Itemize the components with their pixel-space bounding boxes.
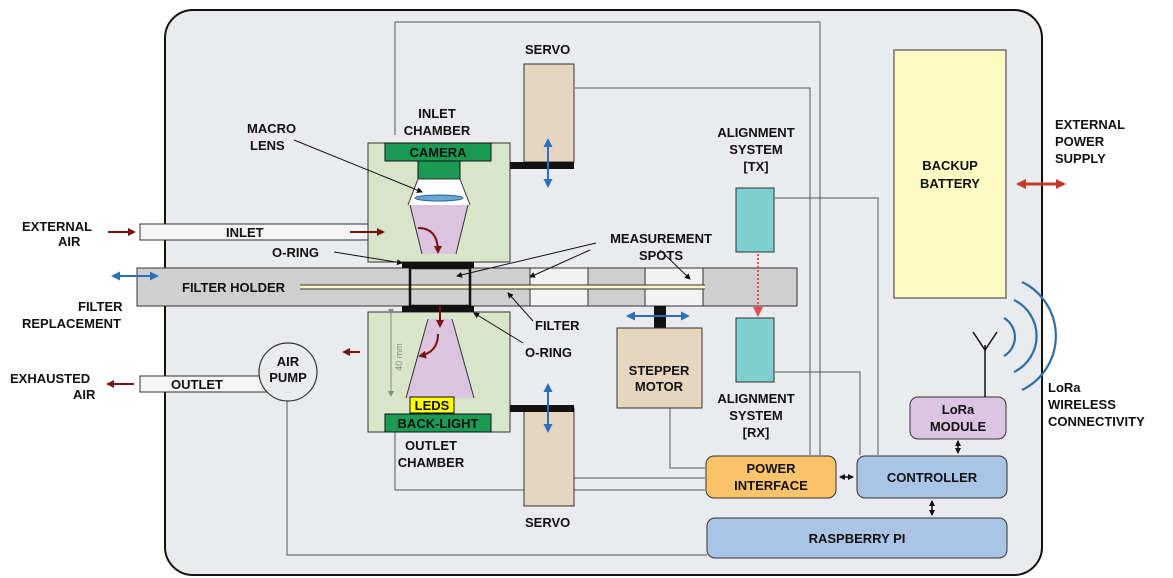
backup-battery: BACKUP BATTERY (893, 49, 1007, 299)
air-pump-label-1: AIR (277, 354, 300, 369)
inlet-label: INLET (226, 225, 264, 240)
alignment-rx-label-3: [RX] (743, 425, 770, 440)
outlet-chamber-label-1: OUTLET (405, 438, 457, 453)
outlet-label: OUTLET (171, 377, 223, 392)
power-interface-label-2: INTERFACE (734, 478, 808, 493)
outlet-chamber: LEDS BACK-LIGHT (367, 311, 511, 433)
dimension-label: 40 mm (394, 343, 404, 371)
alignment-tx: ALIGNMENT SYSTEM [TX] (717, 125, 795, 253)
alignment-tx-label-1: ALIGNMENT (717, 125, 794, 140)
air-pump: AIR PUMP (258, 342, 318, 402)
back-light-label: BACK-LIGHT (398, 416, 479, 431)
lora-wireless-label-1: LoRa (1048, 380, 1081, 395)
lora-module-label-1: LoRa (942, 402, 975, 417)
controller-label: CONTROLLER (887, 470, 978, 485)
leds-module (409, 396, 455, 414)
external-power-label-2: POWER (1055, 134, 1105, 149)
measurement-spots-label-1: MEASUREMENT (610, 231, 712, 246)
inlet-chamber-label-1: INLET (418, 106, 456, 121)
exhausted-air-label-2: AIR (73, 387, 96, 402)
alignment-tx-label-2: SYSTEM (729, 142, 782, 157)
macro-lens-glass (414, 194, 464, 202)
filter-replacement-label-2: REPLACEMENT (22, 316, 121, 331)
light-beam-upper (410, 205, 468, 254)
o-ring-bottom-label: O-RING (525, 345, 572, 360)
external-air-label-2: AIR (58, 234, 81, 249)
alignment-rx-label-2: SYSTEM (729, 408, 782, 423)
filter-replacement-label-1: FILTER (78, 299, 123, 314)
dimension-40mm: 40 mm (388, 309, 404, 397)
lora-wireless-label-2: WIRELESS (1048, 397, 1116, 412)
power-interface: POWER INTERFACE (705, 455, 837, 499)
air-flow-arrows (106, 227, 444, 388)
leader-lines (293, 139, 691, 344)
stepper-motor: STEPPER MOTOR (616, 306, 703, 409)
exhausted-air-label-1: EXHAUSTED (10, 371, 90, 386)
bus-arrows (839, 440, 961, 516)
external-power-label-1: EXTERNAL (1055, 117, 1125, 132)
inlet-pipe: INLET (139, 223, 369, 241)
outlet-chamber-label-2: CHAMBER (398, 455, 465, 470)
lora-module-label-2: MODULE (930, 419, 987, 434)
servo-top-label: SERVO (525, 42, 570, 57)
radio-waves-icon (1003, 281, 1057, 391)
battery-label-2: BATTERY (920, 176, 980, 191)
external-air-label-1: EXTERNAL (22, 219, 92, 234)
o-ring-bottom (402, 306, 474, 312)
o-ring-top-label: O-RING (272, 245, 319, 260)
measurement-spots-label-2: SPOTS (639, 248, 683, 263)
raspberry-pi-label: RASPBERRY PI (809, 531, 906, 546)
inlet-chamber-label-2: CHAMBER (404, 123, 471, 138)
servo-bottom-label: SERVO (525, 515, 570, 530)
macro-lens-label-1: MACRO (247, 121, 296, 136)
external-power-label-3: SUPPLY (1055, 151, 1106, 166)
servo-top: SERVO (510, 42, 575, 188)
back-light-module (384, 413, 492, 433)
lora-wireless-label-3: CONNECTIVITY (1048, 414, 1145, 429)
power-interface-label-1: POWER (746, 461, 796, 476)
macro-lens-label-2: LENS (250, 138, 285, 153)
alignment-rx-label-1: ALIGNMENT (717, 391, 794, 406)
lora-module: LoRa MODULE (909, 396, 1007, 440)
stepper-label-2: MOTOR (635, 379, 684, 394)
inlet-chamber: CAMERA (367, 142, 511, 263)
controller: CONTROLLER (856, 455, 1008, 499)
battery-label-1: BACKUP (922, 158, 978, 173)
leds-label: LEDS (415, 398, 450, 413)
wiring (286, 21, 879, 556)
alignment-rx: ALIGNMENT SYSTEM [RX] (717, 317, 795, 440)
servo-bottom: SERVO (510, 383, 575, 530)
alignment-tx-label-3: [TX] (743, 159, 768, 174)
filter-label: FILTER (535, 318, 580, 333)
o-ring-top (402, 262, 474, 268)
camera-label: CAMERA (409, 145, 467, 160)
filter-holder-label: FILTER HOLDER (182, 280, 286, 295)
antenna-icon (972, 331, 998, 397)
outlet-pipe: OUTLET (139, 375, 271, 393)
air-pump-label-2: PUMP (269, 370, 307, 385)
raspberry-pi: RASPBERRY PI (706, 517, 1008, 559)
stepper-label-1: STEPPER (629, 363, 690, 378)
